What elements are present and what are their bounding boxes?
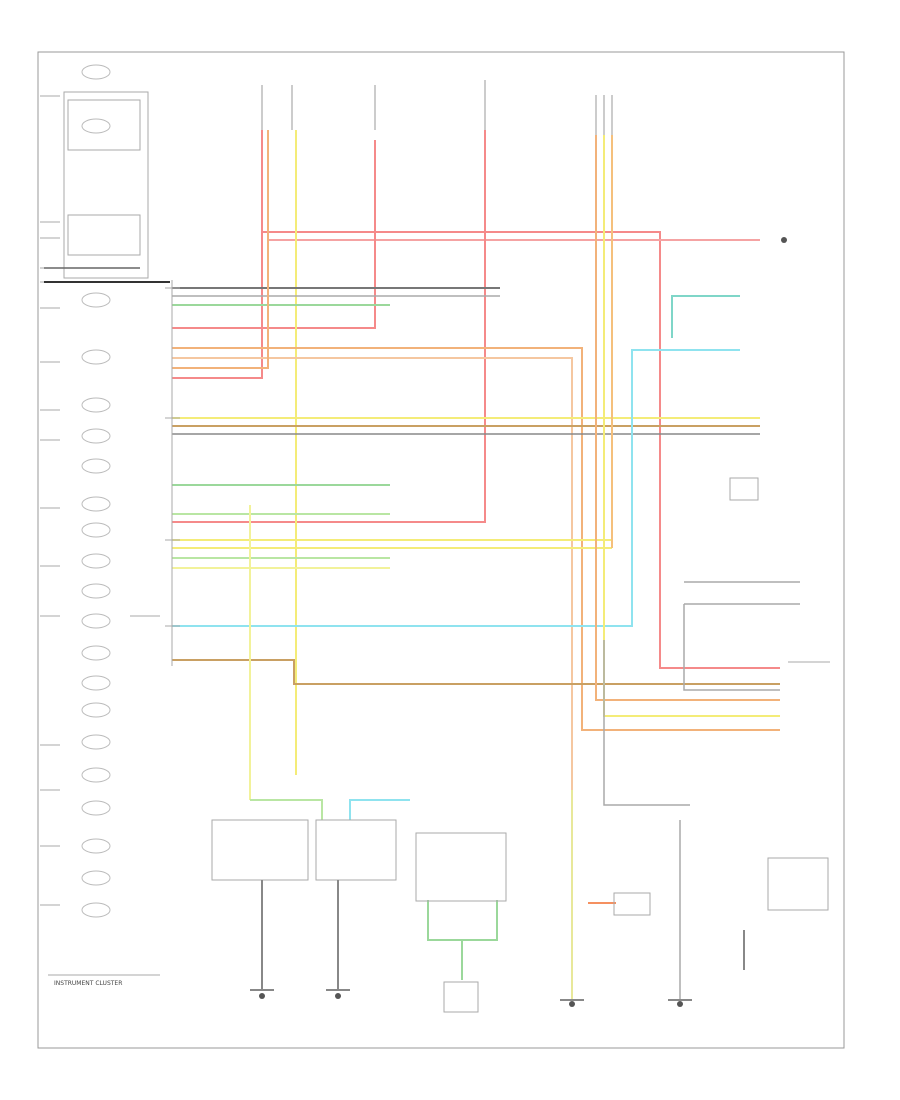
wire-gray	[603, 640, 690, 806]
bundle-connector-ticks	[165, 280, 180, 666]
indicator-lamp-icon	[81, 496, 111, 512]
control-box	[767, 857, 829, 911]
tachometer-gauge-icon	[81, 118, 111, 134]
indicator-lamp-icon	[81, 583, 111, 599]
wire-teal	[671, 295, 740, 338]
indicator-lamp-icon	[81, 702, 111, 718]
footer-left-label: INSTRUMENT CLUSTER	[54, 980, 122, 987]
relay-box	[613, 892, 651, 916]
wire-cyan	[349, 799, 410, 820]
cluster-inner-box	[67, 99, 141, 151]
indicator-lamp-icon	[81, 397, 111, 413]
indicator-lamp-icon	[81, 522, 111, 538]
wire-light-green	[250, 799, 323, 820]
cluster-inner-box-2	[67, 214, 141, 256]
top-fuse-group	[261, 80, 613, 135]
bottom-components	[211, 237, 830, 1013]
terminal-icon	[569, 1001, 575, 1007]
indicator-lamp-icon	[81, 645, 111, 661]
indicator-lamp-icon	[81, 458, 111, 474]
indicator-lamp-icon	[81, 734, 111, 750]
indicator-lamp-icon	[81, 553, 111, 569]
indicator-lamp-icon	[81, 613, 111, 629]
ground-symbols	[250, 880, 745, 1001]
terminal-icon	[335, 993, 341, 999]
gauge-icon	[81, 64, 111, 80]
switch-box	[211, 819, 309, 881]
cluster-pin-ticks	[40, 95, 60, 906]
gauge-icon	[81, 292, 111, 308]
sensor-lower-box	[443, 981, 479, 1013]
sensor-box	[315, 819, 397, 881]
wire-red	[172, 140, 376, 329]
instrument-cluster-group	[40, 64, 170, 976]
wire-orange	[595, 135, 780, 701]
wire-brown	[172, 659, 780, 685]
indicator-lamp-icon	[81, 902, 111, 918]
indicator-lamp-icon	[81, 870, 111, 886]
cluster-upper-box	[63, 91, 149, 279]
indicator-lamp-icon	[81, 675, 111, 691]
indicator-lamp-icon	[81, 428, 111, 444]
wire-orange	[172, 130, 269, 369]
indicator-lamp-icon	[81, 767, 111, 783]
wire-red	[172, 130, 486, 523]
diagram-frame	[37, 51, 845, 1049]
terminal-icon	[259, 993, 265, 999]
wire-bundle	[172, 130, 800, 1000]
wire-gray	[683, 604, 780, 691]
terminal-icon	[677, 1001, 683, 1007]
wire-light-orange	[172, 357, 573, 790]
wire-cyan	[172, 349, 740, 627]
module-box	[415, 832, 507, 902]
wire-red	[172, 232, 263, 379]
wire-red	[261, 130, 780, 669]
wire-green	[427, 900, 498, 941]
indicator-lamp-icon	[81, 800, 111, 816]
switch-icon	[729, 477, 759, 501]
indicator-lamp-icon	[81, 349, 111, 365]
terminal-icon	[781, 237, 787, 243]
indicator-lamp-icon	[81, 838, 111, 854]
